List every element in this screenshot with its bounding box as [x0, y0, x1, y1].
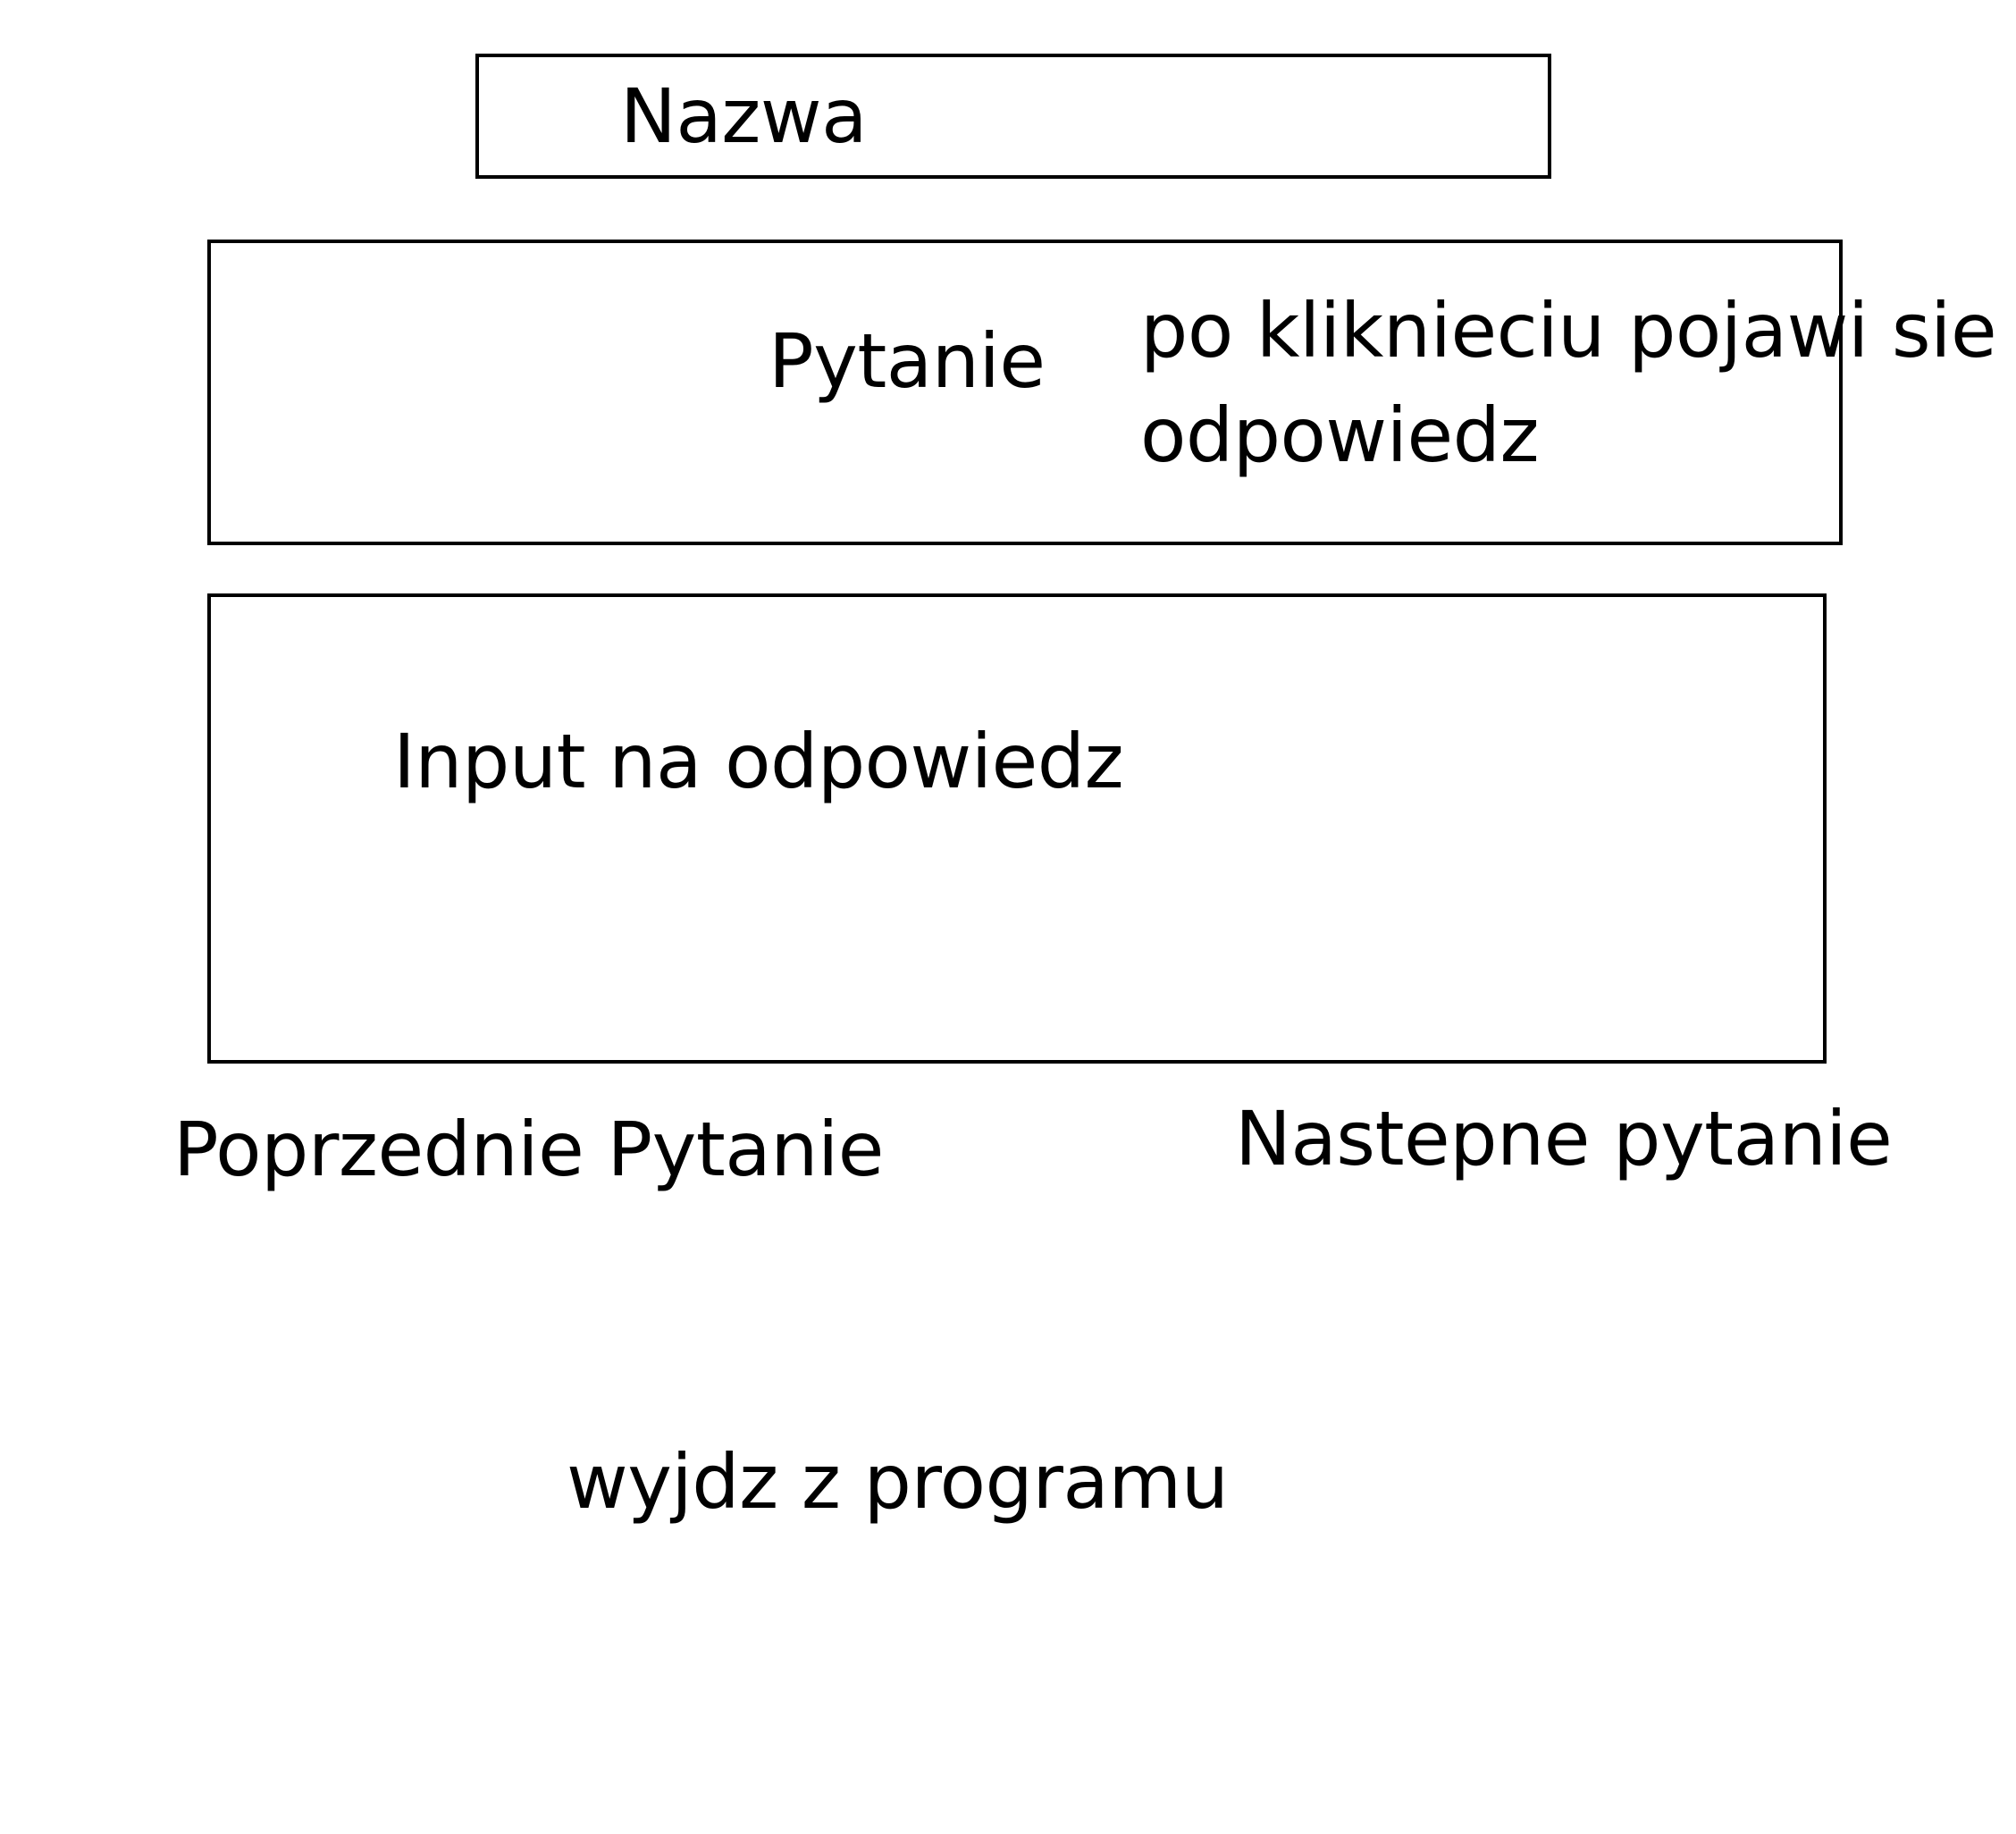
- title-label: Nazwa: [620, 72, 868, 160]
- previous-question-button[interactable]: Poprzednie Pytanie: [173, 1106, 885, 1193]
- title-box: [475, 54, 1551, 179]
- answer-input-box[interactable]: [207, 593, 1827, 1064]
- question-annotation-line-1: po kliknieciu pojawi sie: [1140, 287, 1997, 374]
- next-question-button[interactable]: Nastepne pytanie: [1235, 1095, 1893, 1182]
- question-label: Pytanie: [769, 317, 1046, 405]
- question-annotation-line-2: odpowiedz: [1140, 391, 1540, 479]
- exit-program-button[interactable]: wyjdz z programu: [567, 1438, 1229, 1526]
- question-annotation: po kliknieciu pojawi sie odpowiedz: [1140, 279, 1997, 488]
- question-box[interactable]: [207, 240, 1843, 545]
- answer-input-label: Input na odpowiedz: [393, 718, 1124, 805]
